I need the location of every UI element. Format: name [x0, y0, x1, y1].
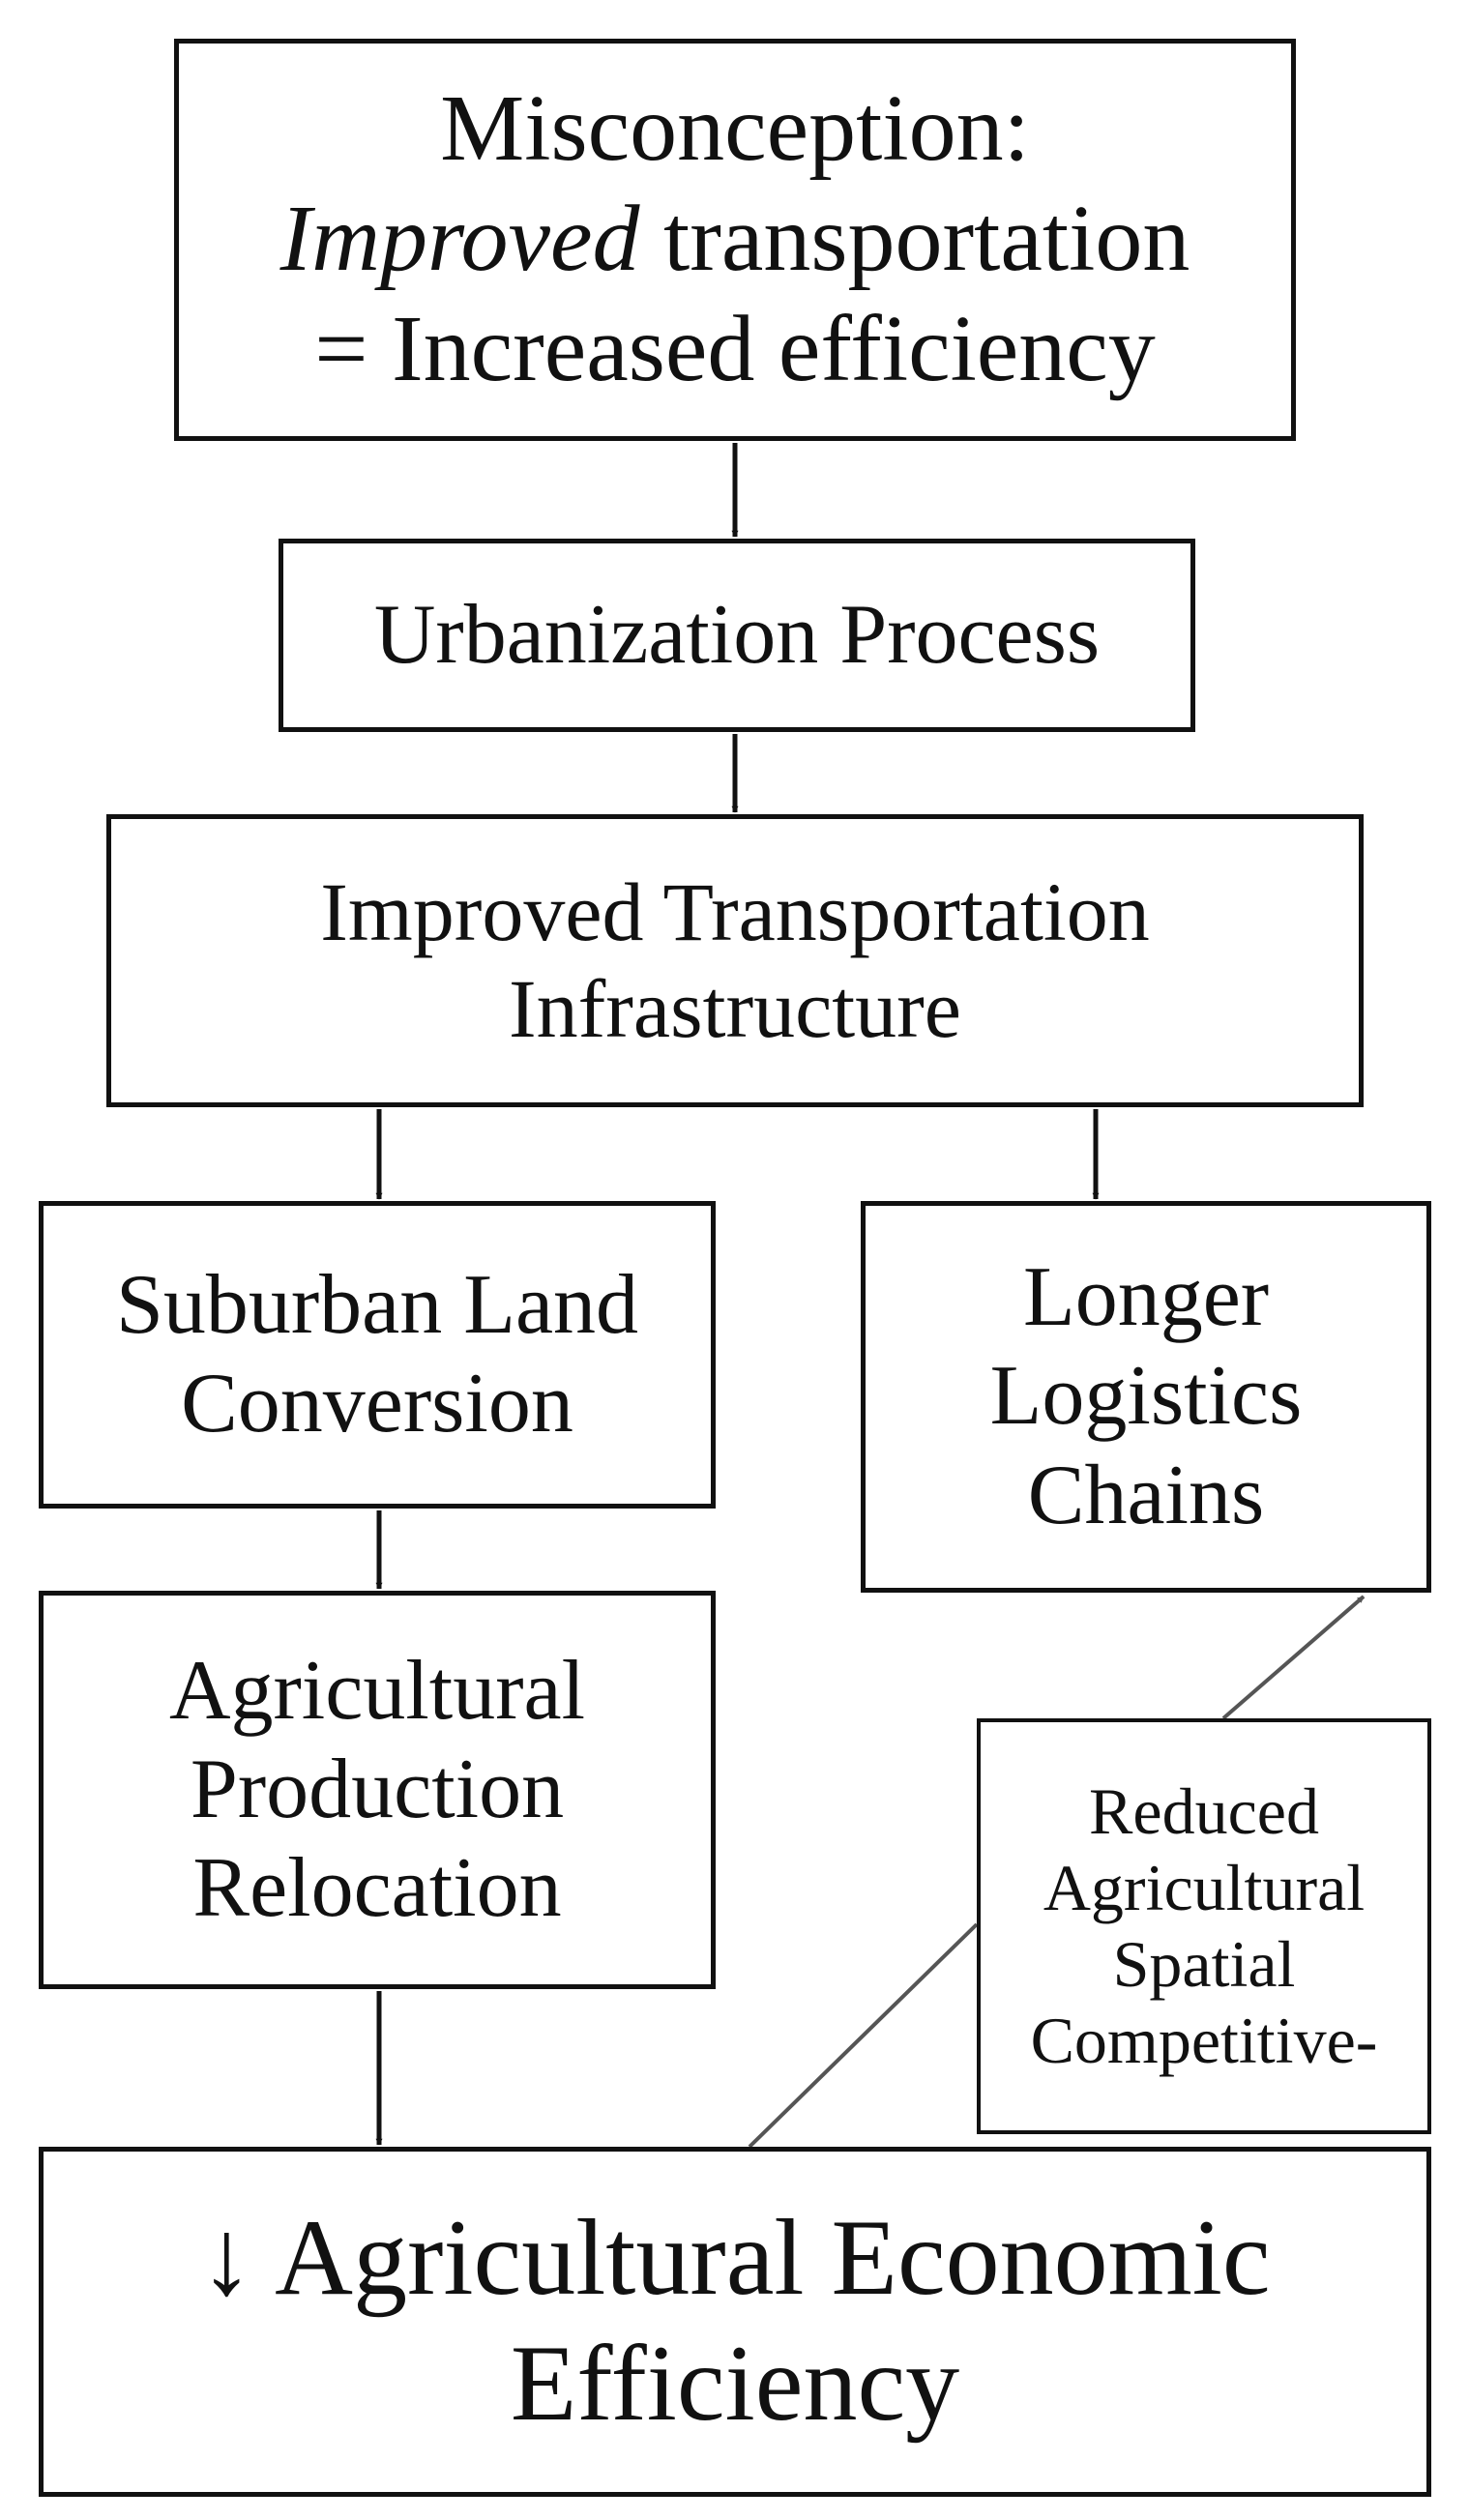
relocation-label-line3: Relocation	[192, 1841, 562, 1936]
emphasis-improved: Improved	[279, 187, 640, 292]
suburban-label-line1: Suburban Land	[115, 1257, 639, 1352]
arrow-competitiveness-to-logistics	[1221, 1595, 1366, 1720]
node-longer-logistics-chains: Longer Logistics Chains	[861, 1201, 1431, 1593]
urbanization-label: Urbanization Process	[373, 587, 1101, 682]
node-agricultural-production-relocation: Agricultural Production Relocation	[39, 1591, 716, 1989]
suburban-label-line2: Conversion	[181, 1357, 573, 1450]
relocation-label-line1: Agricultural	[168, 1643, 586, 1738]
competitiveness-label-line1: Reduced	[1089, 1774, 1319, 1849]
node-misconception: Misconception: Improved transportation =…	[174, 39, 1296, 441]
logistics-label-line1: Longer	[1022, 1250, 1270, 1345]
node-improved-transportation-infrastructure: Improved Transportation Infrastructure	[106, 814, 1364, 1107]
node-agricultural-economic-efficiency: ↓ Agricultural Economic Efficiency	[39, 2147, 1431, 2497]
node-suburban-land-conversion: Suburban Land Conversion	[39, 1201, 716, 1509]
logistics-label-line2: Logistics	[989, 1349, 1303, 1444]
competitiveness-label-line4: Competitive-	[1030, 2003, 1378, 2077]
competitiveness-label-line3: Spatial	[1112, 1927, 1296, 2001]
efficiency-label-line2: Efficiency	[510, 2324, 960, 2444]
infrastructure-label-line1: Improved Transportation	[320, 864, 1150, 958]
logistics-label-line3: Chains	[1027, 1448, 1265, 1542]
competitiveness-label-line2: Agricultural	[1043, 1851, 1366, 1925]
node-urbanization-process: Urbanization Process	[279, 539, 1195, 732]
node-reduced-spatial-competitiveness: Reduced Agricultural Spatial Competitive…	[977, 1718, 1431, 2134]
misconception-label: Misconception:	[440, 76, 1030, 182]
relocation-label-line2: Production	[190, 1742, 565, 1836]
misconception-equation: = Increased efficiency	[314, 296, 1156, 401]
efficiency-label-line1: ↓ Agricultural Economic	[199, 2198, 1271, 2319]
misconception-statement: Improved transportation	[280, 185, 1190, 295]
arrow-efficiency-to-competitiveness	[748, 1922, 979, 2149]
misconception-statement-rest: transportation	[639, 187, 1190, 292]
infrastructure-label-line2: Infrastructure	[509, 961, 961, 1055]
